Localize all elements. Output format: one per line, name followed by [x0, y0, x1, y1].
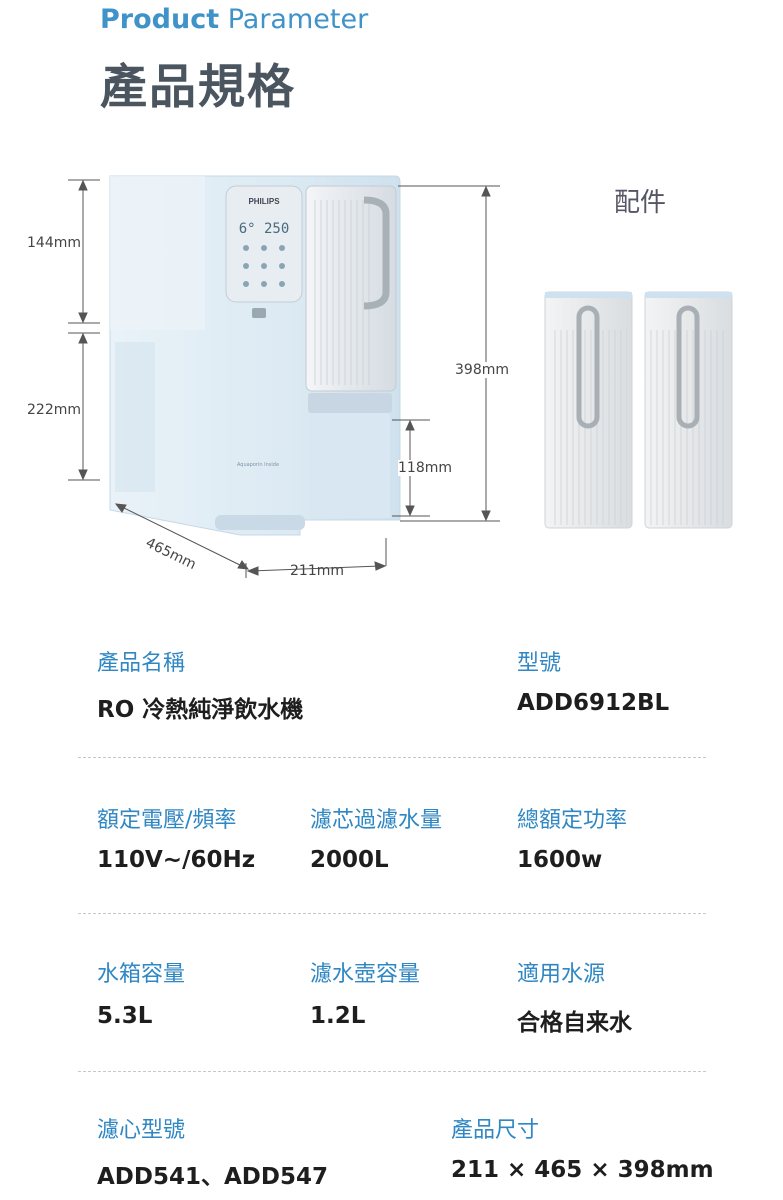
spec-label-power: 總額定功率 [517, 808, 628, 833]
spec-value-dimensions: 211 × 465 × 398mm [451, 1157, 714, 1183]
spec-label-water-source: 適用水源 [517, 962, 606, 987]
spec-label-filter-capacity: 濾芯過濾水量 [310, 808, 443, 833]
height-dimension-lines [68, 179, 100, 481]
spec-value-pitcher-capacity: 1.2L [310, 1003, 366, 1029]
spec-label-pitcher-capacity: 濾水壺容量 [310, 962, 421, 987]
spec-value-filter-model: ADD541、ADD547 [97, 1164, 328, 1190]
dim-tray-height: 118mm [398, 460, 452, 476]
spec-value-power: 1600w [517, 847, 603, 873]
spec-value-tank-capacity: 5.3L [97, 1003, 153, 1029]
spec-label-filter-model: 濾心型號 [97, 1118, 186, 1143]
spec-value-water-source: 合格自来水 [517, 1010, 632, 1036]
dim-bottom-height: 222mm [27, 402, 81, 418]
total-height-dimension [398, 185, 500, 522]
spec-value-filter-capacity: 2000L [310, 847, 389, 873]
title-english-bold: Product [100, 4, 220, 35]
accessories-title: 配件 [614, 188, 667, 218]
divider [78, 913, 706, 914]
product-dimension-figure: PHILIPS 6° 250 Aquaporin Inside [68, 175, 733, 578]
spec-value-voltage: 110V~/60Hz [97, 847, 256, 873]
brand-logo: PHILIPS [248, 197, 280, 206]
tank-ribs [312, 200, 372, 385]
divider [78, 1071, 706, 1072]
filter-collar [308, 393, 392, 413]
accessory-pitcher-2 [644, 291, 733, 529]
side-recess [115, 342, 155, 492]
page-title: 產品規格 [100, 60, 296, 115]
filter-housing [310, 413, 390, 518]
spec-label-voltage: 額定電壓/頻率 [97, 808, 237, 833]
title-english-light: Parameter [227, 4, 369, 35]
spec-label-tank-capacity: 水箱容量 [97, 962, 186, 987]
panel-buttons [243, 245, 285, 287]
drip-tray [215, 515, 305, 530]
accessory-pitcher-1 [544, 291, 633, 529]
spec-label-product-name: 產品名稱 [97, 651, 186, 676]
dim-total-height: 398mm [455, 362, 509, 378]
faucet-nozzle [252, 308, 266, 318]
aquaporin-label: Aquaporin Inside [237, 462, 279, 468]
dim-width: 211mm [290, 563, 344, 579]
spec-value-product-name: RO 冷熱純淨飲水機 [97, 697, 304, 723]
control-panel [225, 185, 303, 303]
divider [78, 757, 706, 758]
dim-top-height: 144mm [27, 235, 81, 251]
depth-width-dimension [114, 503, 387, 578]
display-reading: 6° 250 [239, 221, 290, 237]
tank-handle [363, 196, 390, 310]
spec-label-model: 型號 [517, 651, 562, 676]
spec-label-dimensions: 產品尺寸 [451, 1118, 540, 1143]
dispenser-side-panel [110, 176, 205, 330]
spec-value-model: ADD6912BL [517, 690, 670, 716]
title-english: Product Parameter [100, 4, 368, 35]
